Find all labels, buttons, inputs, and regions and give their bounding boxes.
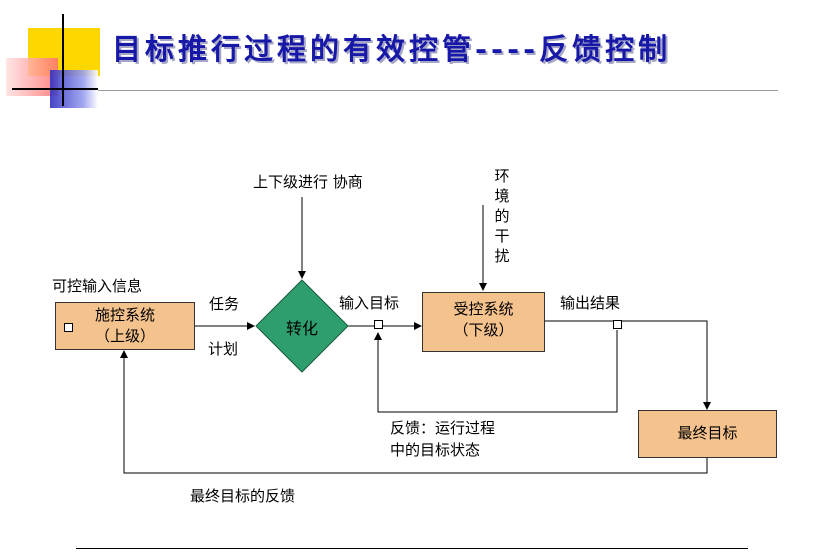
transform-diamond-shape — [255, 279, 349, 373]
corner-decoration-hline — [12, 88, 98, 90]
env-char-3: 的 — [494, 207, 510, 225]
final-goal-label: 最终目标 — [677, 424, 738, 442]
arrow-output — [545, 320, 711, 410]
arrow-final-feedback — [120, 350, 708, 474]
env-interference-label: 环 境 的 干 扰 — [494, 166, 510, 266]
env-char-2: 境 — [494, 187, 510, 205]
feedback-label-line2: 中的目标状态 — [390, 441, 481, 459]
output-result-label: 输出结果 — [560, 294, 621, 312]
controllable-input-label: 可控输入信息 — [52, 277, 143, 295]
corner-decoration-vline — [62, 14, 64, 106]
title-underline — [98, 90, 778, 91]
control-system-title: 施控系统 — [94, 306, 155, 324]
control-system-marker — [64, 323, 73, 332]
output-junction-marker — [613, 320, 622, 329]
feedback-label-line1: 反馈：运行过程 — [390, 419, 496, 437]
task-label: 任务 — [209, 295, 240, 313]
transform-label: 转化 — [285, 319, 318, 338]
controlled-system-title: 受控系统 — [453, 300, 514, 318]
env-char-4: 干 — [494, 227, 510, 245]
env-char-1: 环 — [494, 167, 510, 185]
controlled-system-box: 受控系统 （下级） — [422, 292, 545, 352]
final-feedback-label: 最终目标的反馈 — [190, 487, 296, 505]
plan-label: 计划 — [208, 340, 239, 358]
bottom-rule — [76, 548, 748, 549]
controlled-system-subtitle: （下级） — [453, 321, 514, 339]
input-junction-marker — [374, 320, 383, 329]
control-system-box: 施控系统 （上级） — [55, 302, 195, 350]
input-goal-label: 输入目标 — [339, 294, 400, 312]
slide-title: 目标推行过程的有效控管----反馈控制 — [112, 32, 672, 66]
arrow-feedback — [374, 330, 618, 413]
control-system-subtitle: （上级） — [94, 327, 155, 345]
negotiation-label: 上下级进行 协商 — [253, 173, 363, 191]
final-goal-box: 最终目标 — [638, 410, 777, 458]
env-char-5: 扰 — [494, 247, 510, 265]
